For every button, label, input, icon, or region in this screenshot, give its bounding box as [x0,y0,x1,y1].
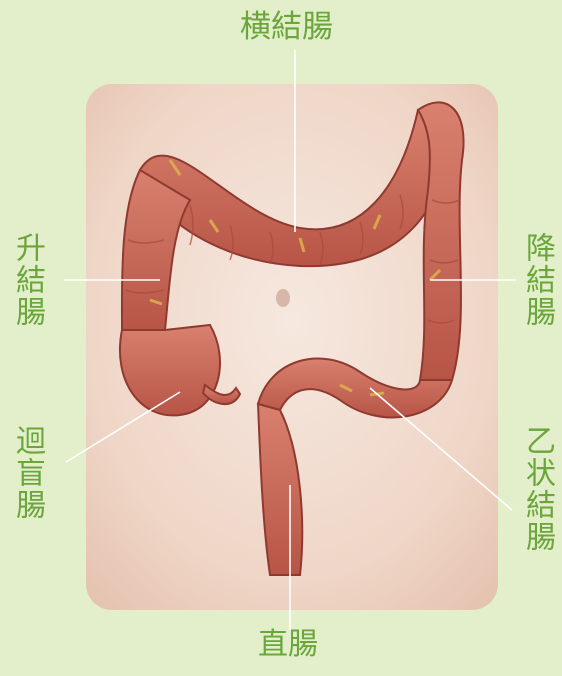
label-transverse-colon: 横結腸 [240,12,333,43]
label-rectum: 直腸 [258,630,318,660]
label-descending-colon: 降結腸 [522,232,552,328]
navel [276,289,290,307]
label-sigmoid-colon: 乙状結腸 [522,425,552,553]
label-cecum: 迴盲腸 [12,425,42,521]
label-ascending-colon: 升結腸 [12,232,42,328]
